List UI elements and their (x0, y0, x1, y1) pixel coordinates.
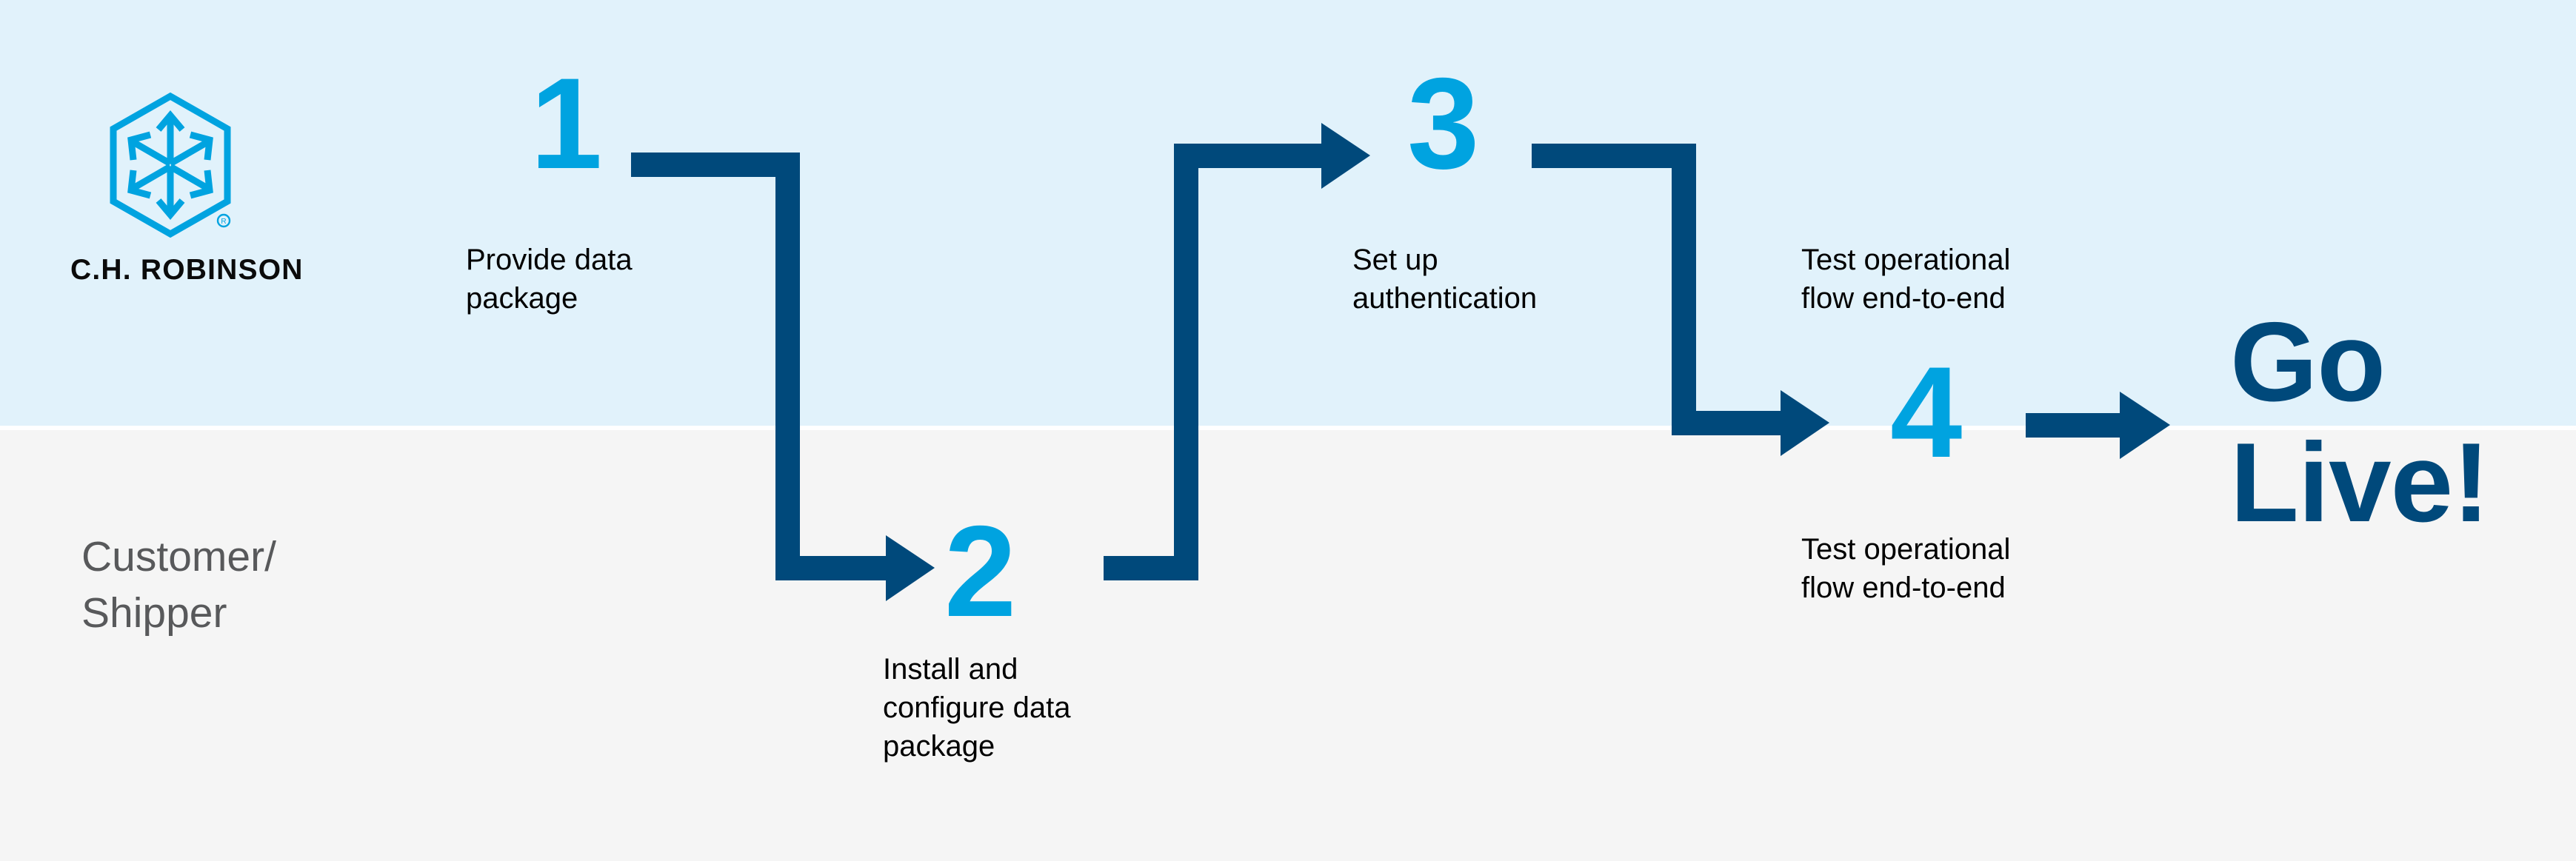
step-caption-2: Install and configure data package (883, 653, 1071, 763)
lane-label-customer-shipper: Customer/ Shipper (81, 533, 276, 637)
step-number-4: 4 (1890, 341, 1962, 485)
brand-wordmark: C.H. ROBINSON (70, 254, 304, 286)
svg-text:R: R (221, 218, 226, 226)
step-number-3: 3 (1407, 52, 1479, 196)
customer-lane-band (0, 430, 2576, 861)
brand-logo: R C.H. ROBINSON (70, 93, 304, 287)
hexagon-cube-arrows-icon: R (110, 93, 231, 238)
step-caption-3: Set up authentication (1352, 244, 1538, 315)
step-number-1: 1 (530, 52, 602, 196)
step-caption-4-above: Test operational flow end-to-end (1801, 244, 2011, 315)
registered-mark-icon (216, 213, 231, 228)
step-number-2: 2 (944, 500, 1016, 644)
step-caption-1: Provide data package (466, 244, 633, 315)
go-live-label: Go Live! (2230, 299, 2490, 546)
chrobinson-lane-band (0, 0, 2576, 426)
step-caption-4-below: Test operational flow end-to-end (1801, 533, 2011, 604)
